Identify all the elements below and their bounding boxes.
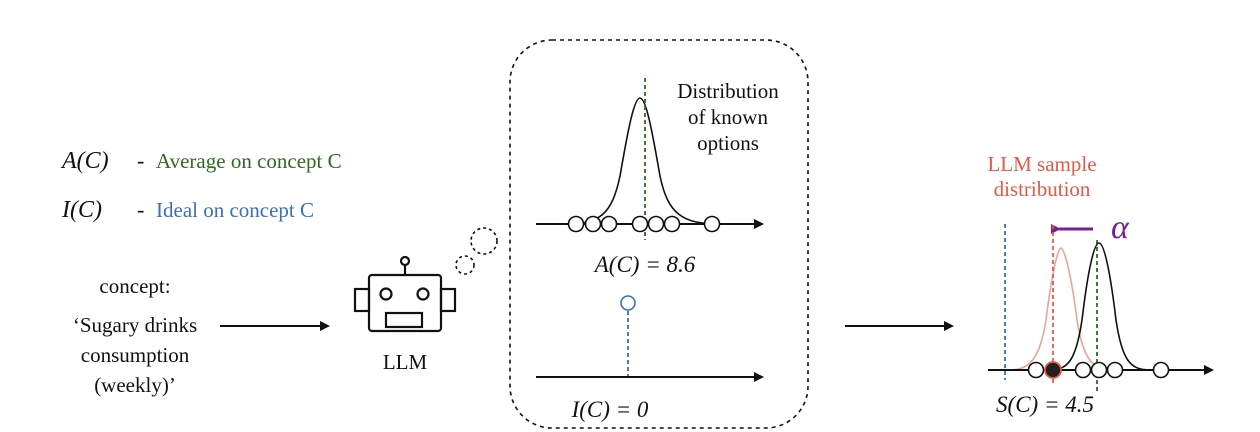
legend: A(C) - Average on concept C I(C) - Ideal… [60,148,342,223]
input-concept: concept: ‘Sugary drinks consumption (wee… [73,274,197,397]
legend-ideal-symbol: I(C) [61,197,102,223]
ideal-point [620,295,636,311]
output-option-points [1027,361,1170,379]
known-option-point [663,215,681,233]
known-option-point [703,215,721,233]
concept-line-1: ‘Sugary drinks [73,313,197,337]
concept-line-2: consumption [81,343,190,367]
ideal-equation: I(C) = 0 [571,397,649,422]
sample-curve [1009,247,1113,371]
known-option-point [584,215,602,233]
output-option-point [1090,361,1108,379]
output-title: LLM sample distribution [987,152,1096,201]
known-option-point [600,215,618,233]
thought-title: Distribution of known options [677,79,779,155]
sample-score-point [1044,361,1062,379]
concept-line-3: (weekly)’ [94,373,176,397]
thought-box [509,39,809,429]
thought-title-line-2: of known [688,105,768,129]
alpha-symbol: α [1111,209,1130,246]
output-known-curve [1049,242,1151,371]
known-option-points [567,215,721,233]
output-title-line-2: distribution [994,177,1091,201]
thought-title-line-1: Distribution [677,79,779,103]
output-option-point [1027,361,1045,379]
known-options-curve [565,97,721,225]
robot-icon [353,255,457,333]
output-option-point [1106,361,1124,379]
thought-title-line-3: options [697,131,759,155]
legend-ideal-text: Ideal on concept C [156,198,314,222]
known-option-point [567,215,585,233]
legend-ideal-dash: - [137,197,144,222]
score-equation: S(C) = 4.5 [996,392,1094,417]
known-average-equation: A(C) = 8.6 [593,252,696,277]
llm-label: LLM [383,350,428,374]
output-option-point [1152,361,1170,379]
known-option-point [647,215,665,233]
legend-average-dash: - [137,148,144,173]
legend-average-symbol: A(C) [60,148,109,174]
legend-average-text: Average on concept C [156,149,342,173]
output-title-line-1: LLM sample [987,152,1096,176]
output-option-point [1074,361,1092,379]
known-option-point [631,215,649,233]
thought-bubble-icon [455,227,498,275]
concept-label: concept: [99,274,170,298]
